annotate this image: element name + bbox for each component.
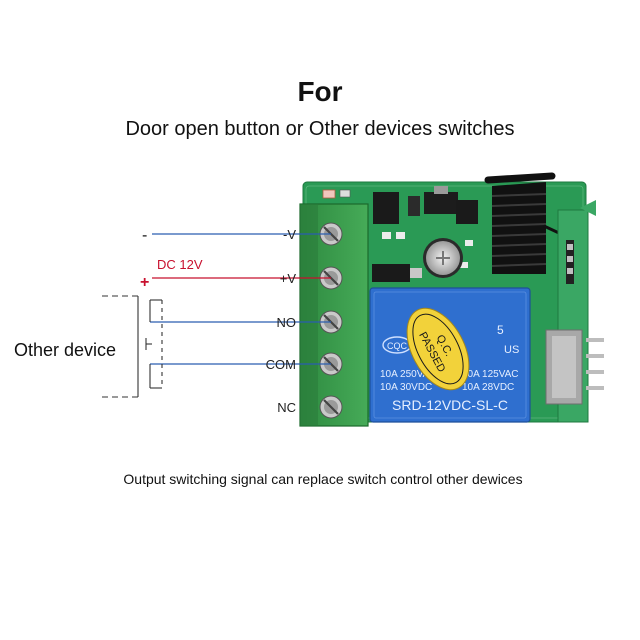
dc-voltage-label: DC 12V [157,257,203,272]
relay-us-mark: US [504,344,519,356]
diagram-subtitle: Door open button or Other devices switch… [125,118,515,140]
rf-receiver-module [545,200,604,423]
relay-rating-2: 10A 30VDC [380,382,432,393]
relay-rating-1: 10A 250VAC [380,369,437,380]
qc-passed-seal: Q.C. PASSED [406,307,470,391]
relay-mark: 5 [497,323,504,337]
other-device-switch [102,295,163,398]
relay-rating-4: 10A 28VDC [462,382,514,393]
led-component [322,189,351,199]
diagram-title: For [297,76,343,107]
terminal-label-minus-v: -V [283,227,296,242]
terminal-label-no: NO [277,315,297,330]
wires [150,233,331,365]
terminal-label-plus-v: +V [280,271,297,286]
terminal-block [299,203,369,427]
terminal-label-com: COM [266,357,296,372]
relay-model: SRD-12VDC-SL-C [392,397,508,413]
terminal-labels: -V +V NO COM NC [266,227,297,415]
footer-note: Output switching signal can replace swit… [123,471,523,487]
relay-brand: CQC [387,341,408,351]
other-device-label: Other device [14,340,117,360]
electrolytic-capacitor [423,238,463,278]
minus-sign: - [142,227,147,244]
smd-components [372,186,478,282]
relay-rating-3: 10A 125VAC [462,369,519,380]
terminal-label-nc: NC [277,400,296,415]
plus-sign: + [140,274,149,291]
